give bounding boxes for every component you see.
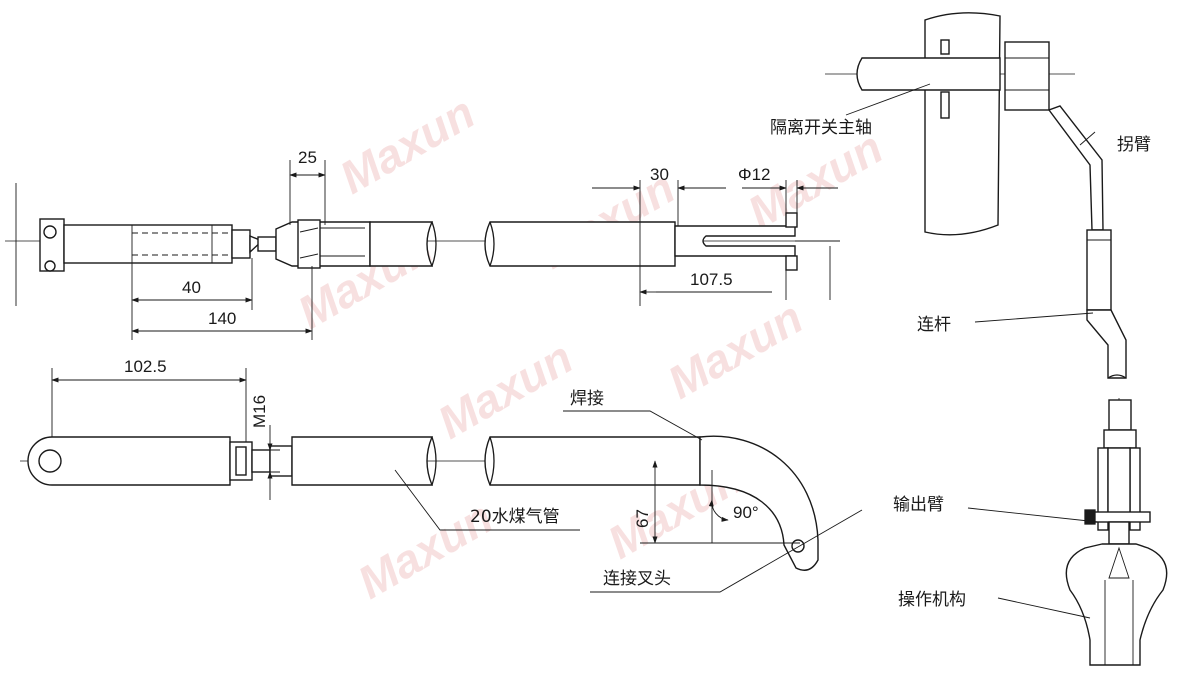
- angle-arc: [708, 499, 729, 522]
- dim-40: 40: [182, 278, 201, 297]
- watermark-6: Maxun: [659, 291, 811, 409]
- pipe-segment-left: [369, 221, 434, 267]
- pipe-break-left: [431, 221, 437, 267]
- gas-pipe-leader: [394, 469, 580, 531]
- label-fork-head: 连接叉头: [603, 569, 671, 589]
- main-shaft-leader: [845, 83, 931, 116]
- eye-hole: [38, 449, 62, 473]
- label-main-shaft: 隔离开关主轴: [770, 118, 872, 138]
- angle-90: 90°: [733, 503, 759, 522]
- label-connecting-rod: 连杆: [917, 315, 951, 335]
- main-shaft: [856, 57, 1001, 91]
- dim-102-5: 102.5: [124, 357, 167, 376]
- clevis-pin-hole-lower: [44, 260, 56, 272]
- mech-top-nut: [1103, 429, 1137, 449]
- crank-hub: [1004, 41, 1050, 111]
- mechanism-leader: [997, 597, 1091, 619]
- mech-neck: [1108, 521, 1130, 545]
- label-crank-arm: 拐臂: [1117, 135, 1151, 155]
- watermark-5: Maxun: [429, 331, 581, 449]
- socket-hatch-1: [299, 227, 319, 233]
- dim-107-5: 107.5: [690, 270, 733, 289]
- dim-phi12: Φ12: [738, 165, 770, 184]
- bent-pipe-break-right: [489, 436, 495, 486]
- mech-pin: [1089, 511, 1151, 523]
- crank-assembly: 隔离开关主轴 拐臂 连杆: [770, 12, 1151, 379]
- switch-plate: [924, 12, 1001, 236]
- nut: [231, 229, 251, 259]
- clevis-pin-hole: [43, 225, 57, 239]
- weld-leader: [563, 410, 703, 441]
- fork-head-leader: [590, 509, 863, 593]
- plate-slot-bottom: [940, 91, 950, 119]
- pipe-socket: [275, 221, 371, 267]
- label-weld: 焊接: [570, 389, 604, 409]
- dim-25: 25: [298, 148, 317, 167]
- watermark-1: Maxun: [331, 86, 483, 204]
- mech-inner-cone: [1108, 546, 1130, 579]
- crank-arm-leader: [1079, 131, 1096, 146]
- mech-clevis: [1107, 447, 1131, 517]
- bent-pipe-left: [291, 436, 434, 486]
- socket-hatch-2: [299, 253, 319, 259]
- pipe-bend: [699, 435, 819, 571]
- dim-m16: M16: [250, 395, 269, 428]
- pipe-break-right: [489, 221, 495, 267]
- label-output-arm: 输出臂: [893, 495, 944, 515]
- output-arm-leader: [967, 507, 1099, 523]
- dim-67: 67: [633, 509, 652, 528]
- clevis-body: [63, 224, 233, 264]
- pipe-segment-right: [484, 221, 676, 267]
- mechanism-assembly: 输出臂 操作机构: [893, 398, 1168, 666]
- rod-break: [1107, 374, 1127, 379]
- bottom-socket: [269, 445, 293, 477]
- fork-pin: [785, 212, 798, 228]
- eye-end: [27, 436, 231, 486]
- bottom-rod-assembly: 102.5 M16 67 90° 焊接 20水煤气管 连接叉头: [20, 357, 863, 593]
- connecting-rod-leader: [974, 312, 1094, 323]
- crank-arm: [1047, 105, 1104, 231]
- bend-pin-hole: [791, 539, 805, 553]
- rod-lower: [1086, 309, 1127, 379]
- mech-pin-cap: [1084, 509, 1096, 525]
- bent-pipe-break-left: [431, 436, 437, 486]
- mech-top-stud: [1108, 399, 1132, 431]
- label-gas-pipe: 20水煤气管: [470, 507, 560, 527]
- fork-pin-bottom: [785, 255, 798, 271]
- neck-rod: [257, 236, 277, 252]
- mech-housing: [1065, 543, 1168, 666]
- fork-head: [674, 225, 796, 257]
- plate-slot-top: [940, 39, 950, 55]
- rod-upper: [1086, 229, 1112, 311]
- bent-pipe-right: [484, 436, 701, 486]
- top-rod-assembly: 25 40 140 30 Φ12 107.5: [5, 148, 840, 340]
- socket-weld: [297, 219, 321, 269]
- dim-30: 30: [650, 165, 669, 184]
- bottom-nut-face: [235, 446, 247, 476]
- label-mechanism: 操作机构: [898, 590, 966, 610]
- bottom-stud: [251, 449, 271, 473]
- dim-140: 140: [208, 309, 236, 328]
